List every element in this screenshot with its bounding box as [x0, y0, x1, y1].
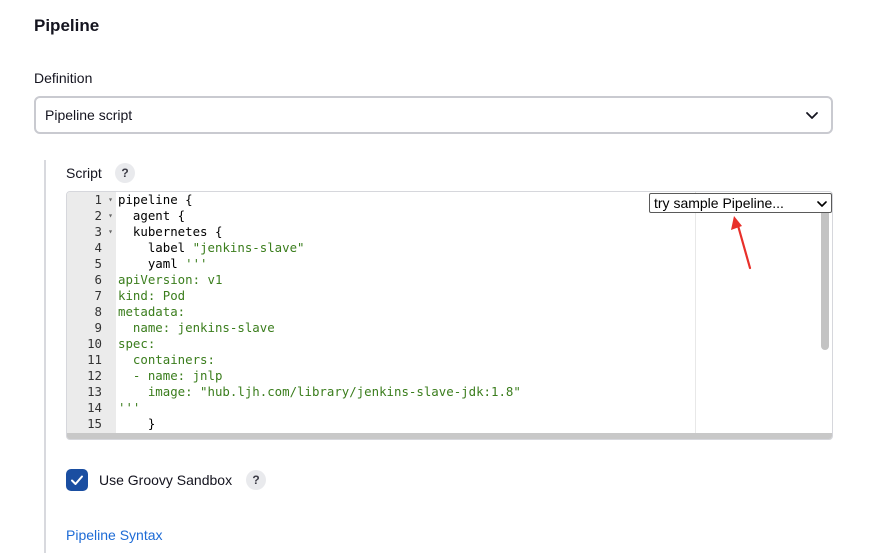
groovy-sandbox-label: Use Groovy Sandbox	[99, 472, 233, 488]
line-number: 8	[94, 304, 102, 319]
code-line: kind: Pod	[118, 288, 832, 304]
code-line: containers:	[118, 352, 832, 368]
code-text: agent {	[118, 208, 186, 223]
code-text: kind: Pod	[118, 288, 186, 303]
code-text: kubernetes {	[118, 224, 223, 239]
section-indent-rule	[44, 160, 46, 553]
line-number: 4	[94, 240, 102, 255]
line-number: 12	[87, 368, 102, 383]
groovy-sandbox-checkbox[interactable]	[66, 469, 88, 491]
code-text: spec:	[118, 336, 156, 351]
code-line: '''	[118, 400, 832, 416]
code-line: spec:	[118, 336, 832, 352]
line-number: 14	[87, 400, 102, 415]
code-text: image: "hub.ljh.com/library/jenkins-slav…	[118, 384, 521, 399]
chevron-down-icon	[806, 112, 818, 119]
definition-select-value: Pipeline script	[45, 107, 133, 123]
code-line: image: "hub.ljh.com/library/jenkins-slav…	[118, 384, 832, 400]
code-line: name: jenkins-slave	[118, 320, 832, 336]
code-line: kubernetes {	[118, 224, 832, 240]
code-line: }	[118, 416, 832, 432]
line-number: 1▾	[94, 192, 113, 207]
line-number: 5	[94, 256, 102, 271]
code-line: pipeline {	[118, 192, 832, 208]
line-number: 15	[87, 416, 102, 431]
code-text: '''	[118, 400, 141, 415]
code-line: yaml '''	[118, 256, 832, 272]
code-text: name: jenkins-slave	[118, 320, 275, 335]
sample-pipeline-select[interactable]: try sample Pipeline...	[649, 193, 832, 213]
editor-print-margin	[695, 192, 696, 439]
editor-gutter: 1▾2▾3▾45678910111213141516	[67, 192, 116, 439]
line-number: 13	[87, 384, 102, 399]
code-text: apiVersion: v1	[118, 272, 223, 287]
script-editor[interactable]: 1▾2▾3▾45678910111213141516 pipeline { ag…	[66, 191, 833, 440]
line-number: 7	[94, 288, 102, 303]
script-help-button[interactable]: ?	[115, 163, 135, 183]
code-text: }	[118, 416, 156, 431]
line-number: 2▾	[94, 208, 113, 223]
code-line: metadata:	[118, 304, 832, 320]
definition-label: Definition	[34, 70, 93, 86]
line-number: 11	[87, 352, 102, 367]
code-text: metadata:	[118, 304, 186, 319]
editor-code[interactable]: pipeline { agent { kubernetes { label "j…	[118, 192, 832, 439]
code-line: label "jenkins-slave"	[118, 240, 832, 256]
code-text: pipeline {	[118, 192, 193, 207]
code-string: "jenkins-slave"	[192, 240, 305, 255]
line-number: 6	[94, 272, 102, 287]
annotation-arrow-icon	[731, 216, 752, 270]
code-string: '''	[185, 256, 208, 271]
fold-toggle-icon[interactable]: ▾	[108, 211, 113, 220]
definition-select[interactable]: Pipeline script	[34, 96, 833, 134]
code-text: label	[118, 240, 193, 255]
checkmark-icon	[71, 475, 83, 485]
editor-horizontal-scrollbar[interactable]	[67, 433, 832, 439]
fold-toggle-icon[interactable]: ▾	[108, 195, 113, 204]
editor-vertical-scrollbar[interactable]	[821, 208, 829, 350]
fold-toggle-icon[interactable]: ▾	[108, 227, 113, 236]
code-line: - name: jnlp	[118, 368, 832, 384]
code-text: containers:	[118, 352, 215, 367]
code-text: - name: jnlp	[118, 368, 223, 383]
code-line: apiVersion: v1	[118, 272, 832, 288]
sample-pipeline-select-value: try sample Pipeline...	[654, 195, 784, 211]
code-text: yaml	[118, 256, 186, 271]
code-line: agent {	[118, 208, 832, 224]
line-number: 3▾	[94, 224, 113, 239]
line-number: 10	[87, 336, 102, 351]
script-label: Script	[66, 165, 102, 181]
chevron-down-icon	[817, 201, 827, 207]
section-title: Pipeline	[34, 16, 100, 35]
sandbox-help-button[interactable]: ?	[246, 470, 266, 490]
line-number: 9	[94, 320, 102, 335]
pipeline-syntax-link[interactable]: Pipeline Syntax	[66, 527, 163, 543]
